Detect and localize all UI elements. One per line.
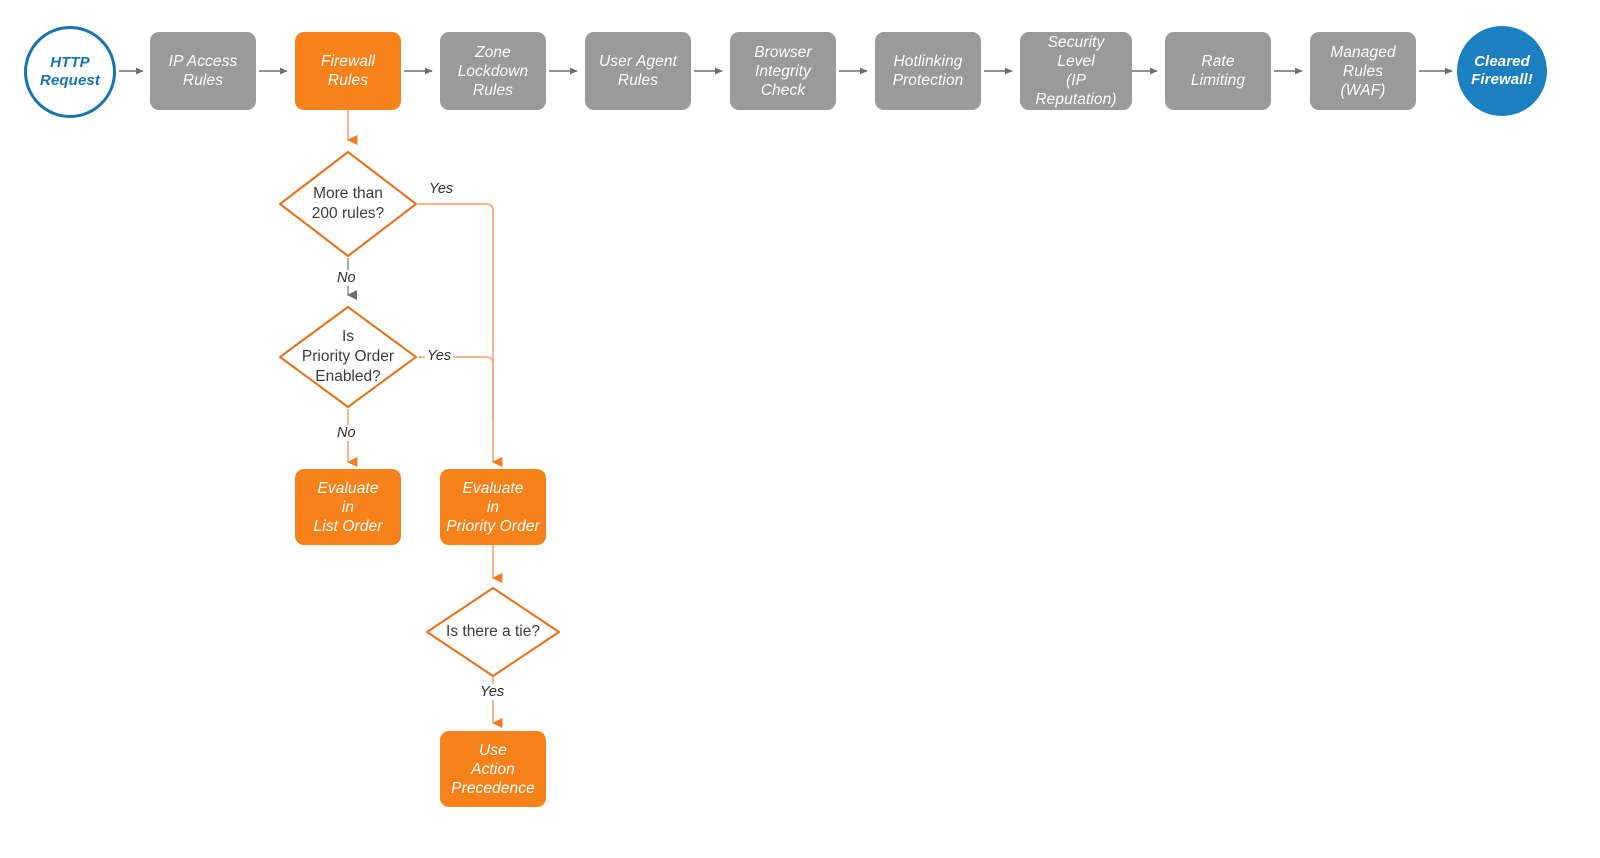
node-rate-limiting[interactable]: Rate Limiting xyxy=(1165,32,1271,110)
node-ip-access-rules[interactable]: IP Access Rules xyxy=(150,32,256,110)
node-rate-limiting-label: Rate Limiting xyxy=(1190,53,1246,89)
decision-priority-order-enabled[interactable]: Is Priority Order Enabled? xyxy=(278,305,418,409)
edge-label-yes-more-than-200: Yes xyxy=(427,181,456,197)
node-hotlinking-protection-label: Hotlinking Protection xyxy=(892,53,964,89)
edge-label-yes-is-there-a-tie: Yes xyxy=(478,684,507,700)
edge-label-yes-priority-order: Yes xyxy=(425,348,454,364)
decision-is-there-a-tie[interactable]: Is there a tie? xyxy=(425,586,561,678)
edge-label-no-more-than-200: No xyxy=(335,270,358,286)
node-http-request-label: HTTP Request xyxy=(40,54,100,89)
node-evaluate-in-list-order-label: Evaluate in List Order xyxy=(313,479,383,535)
edge-label-no-priority-order: No xyxy=(335,425,358,441)
node-use-action-precedence-label: Use Action Precedence xyxy=(451,741,535,797)
diamond-shape-2 xyxy=(278,305,418,409)
node-user-agent-rules[interactable]: User Agent Rules xyxy=(585,32,691,110)
node-evaluate-in-priority-order-label: Evaluate in Priority Order xyxy=(446,479,540,535)
node-cleared-firewall[interactable]: Cleared Firewall! xyxy=(1457,26,1547,116)
node-cleared-firewall-label: Cleared Firewall! xyxy=(1471,53,1533,88)
node-hotlinking-protection[interactable]: Hotlinking Protection xyxy=(875,32,981,110)
diamond-shape-1 xyxy=(278,150,418,258)
node-firewall-rules-label: Firewall Rules xyxy=(320,53,376,89)
decision-more-than-200-rules-label: More than 200 rules? xyxy=(311,185,385,222)
decision-more-than-200-rules[interactable]: More than 200 rules? xyxy=(278,150,418,258)
decision-is-there-a-tie-label: Is there a tie? xyxy=(446,623,540,640)
node-user-agent-rules-label: User Agent Rules xyxy=(599,53,677,89)
node-firewall-rules[interactable]: Firewall Rules xyxy=(295,32,401,110)
decision-priority-order-enabled-label: Is Priority Order Enabled? xyxy=(301,328,395,385)
node-security-level[interactable]: Security Level (IP Reputation) xyxy=(1020,32,1132,110)
node-browser-integrity-check[interactable]: Browser Integrity Check xyxy=(730,32,836,110)
node-browser-integrity-check-label: Browser Integrity Check xyxy=(754,43,812,99)
node-http-request[interactable]: HTTP Request xyxy=(24,26,116,118)
node-security-level-label: Security Level (IP Reputation) xyxy=(1035,34,1117,108)
node-use-action-precedence[interactable]: Use Action Precedence xyxy=(440,731,546,807)
node-zone-lockdown-rules-label: Zone Lockdown Rules xyxy=(457,43,529,99)
node-managed-rules-waf-label: Managed Rules (WAF) xyxy=(1330,43,1396,99)
node-evaluate-in-list-order[interactable]: Evaluate in List Order xyxy=(295,469,401,545)
node-ip-access-rules-label: IP Access Rules xyxy=(168,53,238,89)
node-evaluate-in-priority-order[interactable]: Evaluate in Priority Order xyxy=(440,469,546,545)
node-managed-rules-waf[interactable]: Managed Rules (WAF) xyxy=(1310,32,1416,110)
diamond-shape-3 xyxy=(425,586,561,678)
node-zone-lockdown-rules[interactable]: Zone Lockdown Rules xyxy=(440,32,546,110)
